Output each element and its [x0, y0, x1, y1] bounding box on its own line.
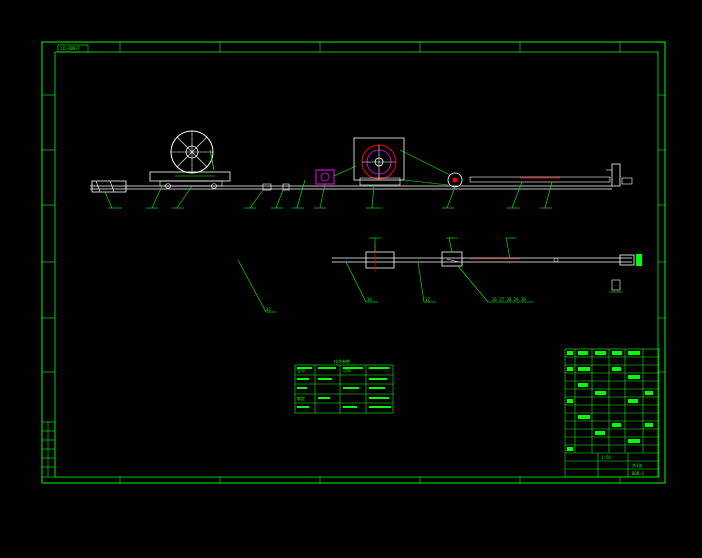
callout-12: 12 — [425, 297, 430, 302]
callout-26-30: 26 27 28 29 30 — [492, 297, 526, 302]
param-model-label: 型号 — [297, 367, 305, 373]
param-table-fill — [297, 367, 391, 408]
lower-assembly — [332, 242, 642, 293]
upper-leaders — [104, 179, 553, 209]
drawing-number: BDB-1 — [632, 471, 645, 476]
param-table — [294, 364, 394, 414]
lower-leaders — [237, 237, 534, 313]
callout-32: 32 — [266, 307, 271, 312]
corner-tag: CD-BDB/F — [61, 46, 81, 51]
param-table-title: 技术参数 — [334, 358, 350, 364]
outer-frame — [41, 41, 666, 484]
title-block-fill — [567, 351, 653, 451]
param-power-label: 功率 — [343, 367, 351, 373]
inner-frame — [54, 51, 659, 478]
title-block — [564, 348, 660, 478]
upper-assembly — [90, 130, 633, 193]
param-rated-label: 额定 — [297, 395, 305, 401]
callout-34: 34 — [367, 297, 372, 302]
zone-ticks — [42, 42, 665, 483]
revision-strip — [41, 421, 56, 478]
corner-tag-box — [57, 44, 89, 53]
scale-label: 1:50 — [601, 455, 611, 460]
sheet-label: 共1张 — [632, 462, 642, 468]
